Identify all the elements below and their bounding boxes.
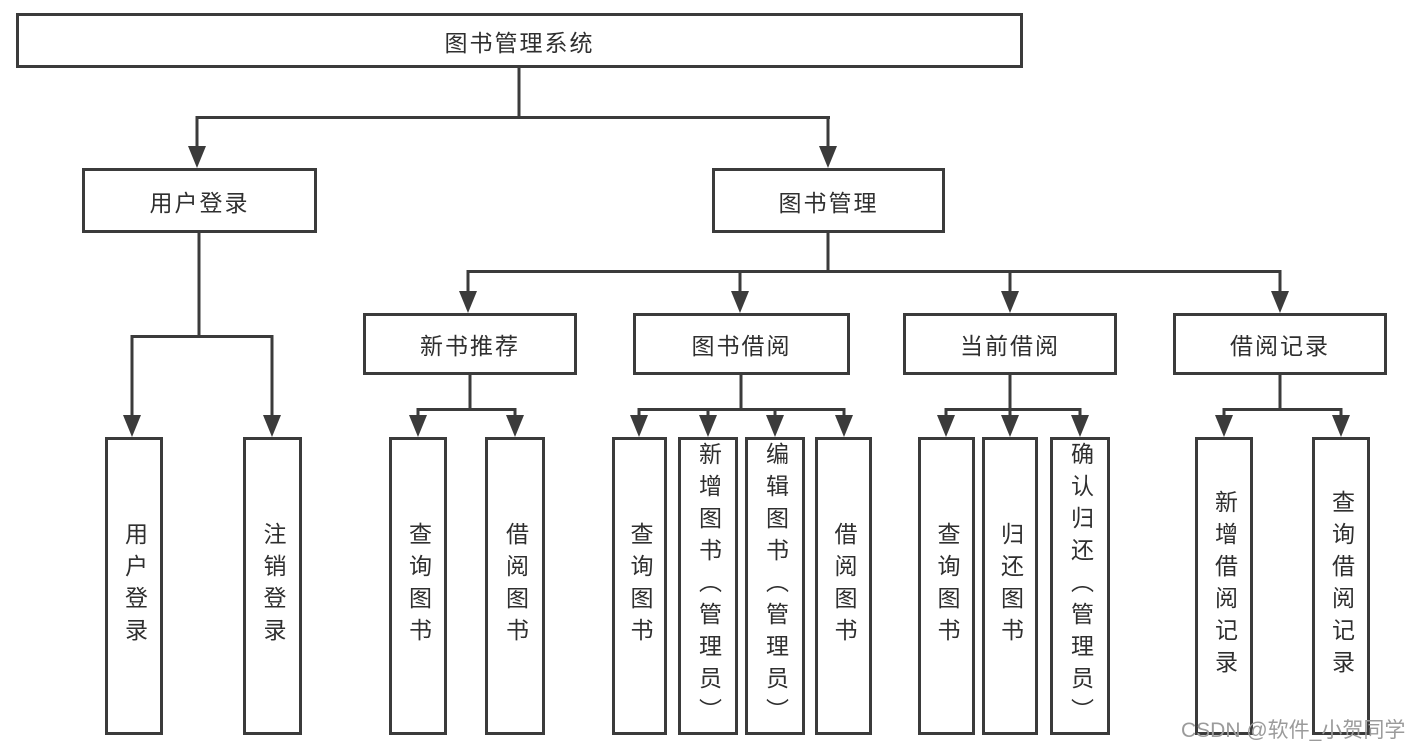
- arrowhead-icon: [1215, 415, 1233, 437]
- node-user-login: 用户登录: [82, 168, 317, 233]
- node-leaf-add-borrow-record: 新增借阅记录: [1195, 437, 1253, 735]
- leaf-label: 查询图书: [934, 522, 960, 650]
- arrowhead-icon: [937, 415, 955, 437]
- node-current-borrow: 当前借阅: [903, 313, 1117, 375]
- arrowhead-icon: [630, 415, 648, 437]
- leaf-label: 借阅图书: [831, 522, 857, 650]
- arrowhead-icon: [506, 415, 524, 437]
- arrowhead-icon: [1271, 291, 1289, 313]
- arrowhead-icon: [766, 415, 784, 437]
- node-leaf-borrow-book-2: 借阅图书: [815, 437, 872, 735]
- node-book-management: 图书管理: [712, 168, 945, 233]
- node-leaf-borrow-book-1: 借阅图书: [485, 437, 545, 735]
- node-new-book-recommend: 新书推荐: [363, 313, 577, 375]
- leaf-label: 借阅图书: [502, 522, 529, 650]
- node-leaf-query-book-1: 查询图书: [389, 437, 447, 735]
- node-leaf-edit-book-admin: 编辑图书（管理员）: [745, 437, 805, 735]
- leaf-label: 新增借阅记录: [1211, 490, 1238, 682]
- node-leaf-query-borrow-record: 查询借阅记录: [1312, 437, 1370, 735]
- edge-user-login-to-leaves: [130, 233, 274, 420]
- node-borrow-record: 借阅记录: [1173, 313, 1387, 375]
- node-leaf-query-book-3: 查询图书: [918, 437, 975, 735]
- leaf-label: 确认归还（管理员）: [1067, 442, 1094, 730]
- edge-new-book-to-leaves: [416, 375, 517, 420]
- arrowhead-icon: [409, 415, 427, 437]
- leaf-label: 查询图书: [627, 522, 653, 650]
- arrowhead-icon: [263, 415, 281, 437]
- leaf-label: 用户登录: [121, 522, 148, 650]
- leaf-label: 注销登录: [260, 522, 286, 650]
- leaf-label: 查询图书: [405, 522, 432, 650]
- arrowhead-icon: [123, 415, 141, 437]
- node-leaf-query-book-2: 查询图书: [612, 437, 667, 735]
- csdn-watermark: CSDN @软件_小贺同学: [1181, 719, 1405, 742]
- node-leaf-logout: 注销登录: [243, 437, 302, 735]
- leaf-label: 归还图书: [997, 522, 1024, 650]
- arrowhead-icon: [188, 146, 206, 168]
- leaf-label: 新增图书（管理员）: [695, 442, 722, 730]
- arrowhead-icon: [699, 415, 717, 437]
- edge-book-mgmt-to-level2: [466, 233, 1282, 295]
- node-leaf-return-book: 归还图书: [982, 437, 1038, 735]
- arrowhead-icon: [819, 146, 837, 168]
- arrowhead-icon: [1001, 415, 1019, 437]
- arrowhead-icon: [731, 291, 749, 313]
- arrowhead-icon: [1332, 415, 1350, 437]
- node-leaf-add-book-admin: 新增图书（管理员）: [678, 437, 738, 735]
- node-leaf-user-login: 用户登录: [105, 437, 163, 735]
- node-root-system: 图书管理系统: [16, 13, 1023, 68]
- leaf-label: 查询借阅记录: [1328, 490, 1355, 682]
- arrowhead-icon: [1071, 415, 1089, 437]
- node-book-borrow: 图书借阅: [633, 313, 850, 375]
- edge-current-borrow-to-leaves: [944, 375, 1082, 420]
- node-leaf-confirm-return-admin: 确认归还（管理员）: [1050, 437, 1110, 735]
- edge-root-to-level1: [195, 68, 830, 150]
- arrowhead-icon: [1001, 291, 1019, 313]
- arrowhead-icon: [459, 291, 477, 313]
- edge-borrow-record-to-leaves: [1222, 375, 1343, 420]
- arrowhead-icon: [835, 415, 853, 437]
- edge-book-borrow-to-leaves: [637, 375, 846, 420]
- leaf-label: 编辑图书（管理员）: [762, 442, 789, 730]
